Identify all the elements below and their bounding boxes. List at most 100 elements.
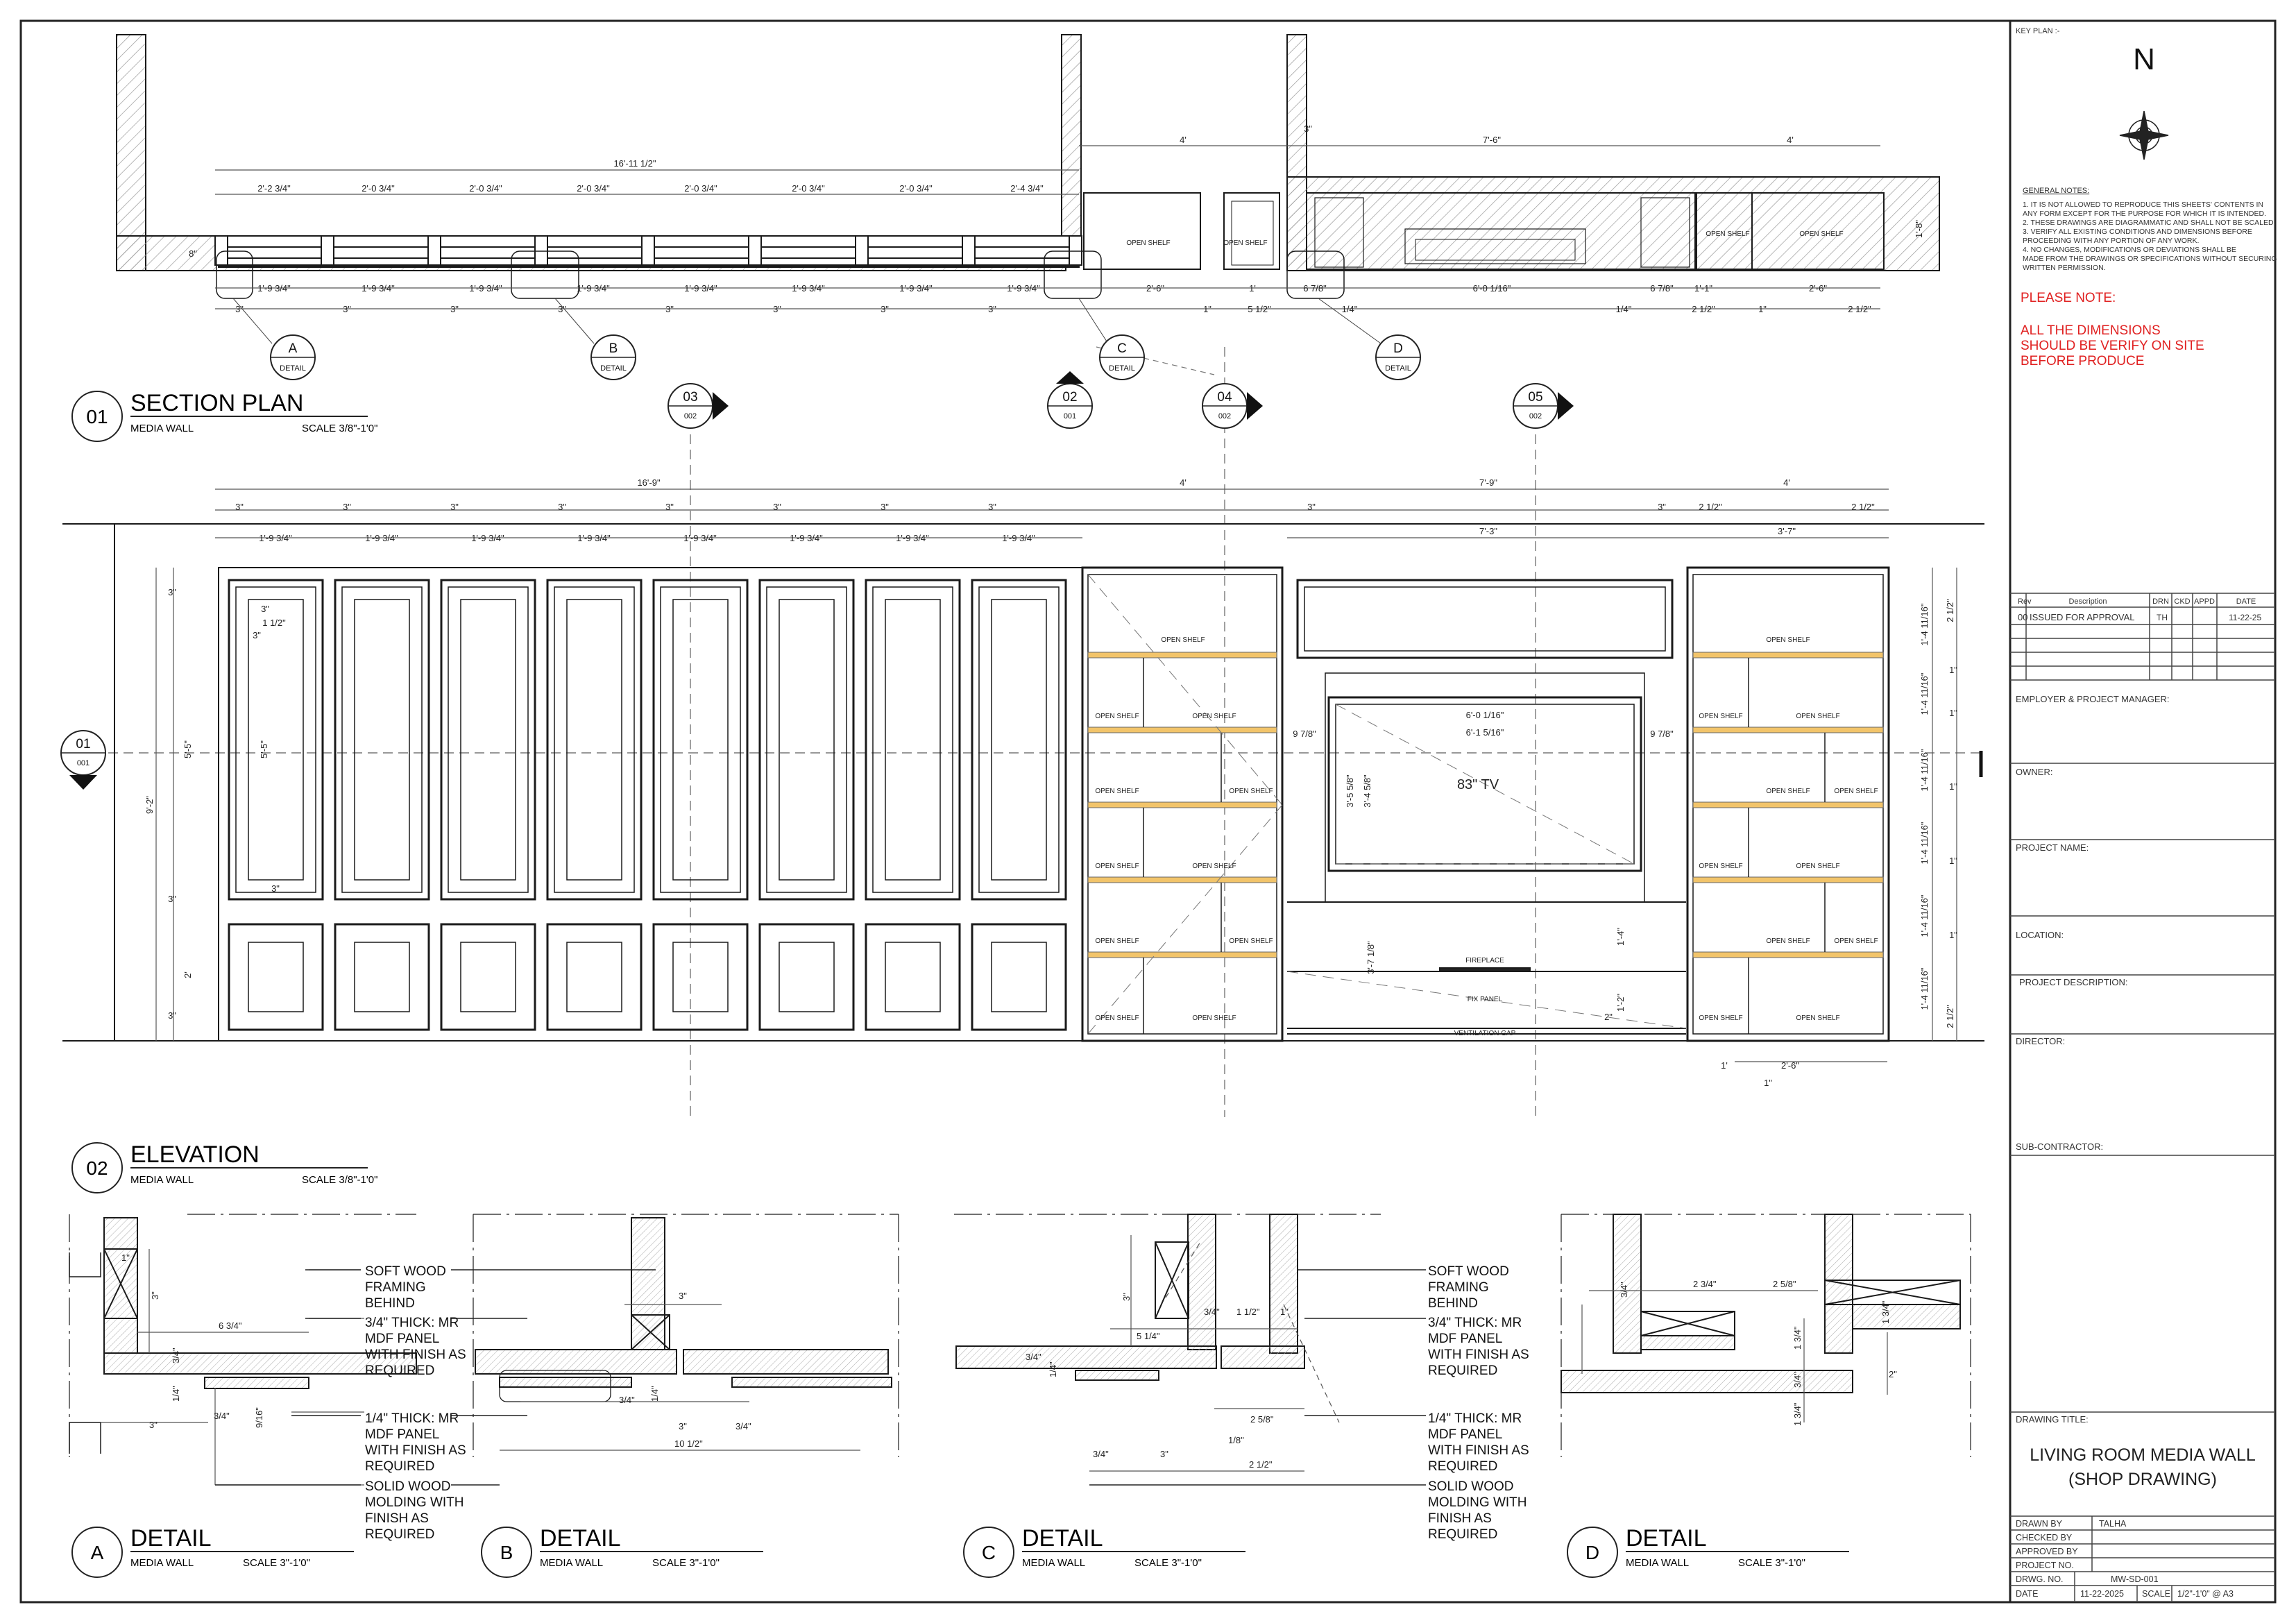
- section-marker-ref: 002: [1529, 412, 1542, 420]
- note-soft-wood: SOFT WOOD: [365, 1264, 446, 1279]
- elev-height: 3": [168, 1010, 176, 1021]
- plan-gap: 3": [343, 304, 351, 314]
- general-note-line: ANY FORM EXCEPT FOR THE PURPOSE FOR WHIC…: [2023, 210, 2266, 218]
- plan-left-end-dim: 2'-2 3/4": [257, 183, 291, 194]
- open-shelf-label: OPEN SHELF: [1229, 788, 1273, 795]
- note-soft-wood: BEHIND: [365, 1296, 415, 1311]
- ventilation-gap-label: VENTILATION GAP: [1454, 1030, 1516, 1037]
- detail-a-dims: 1" 3" 6 3/4" 3/4" 1/4" 3/4" 9/16" 3": [121, 1252, 264, 1430]
- dim: 3": [679, 1421, 687, 1431]
- drawing-title-label: DRAWING TITLE:: [2016, 1414, 2089, 1425]
- field-project-name: PROJECT NAME:: [2016, 842, 2089, 853]
- plan-gap: 3": [665, 304, 674, 314]
- detail-marker-label: DETAIL: [1385, 364, 1411, 373]
- note-mdf-34: MDF PANEL: [365, 1332, 439, 1346]
- elev-w: 4': [1180, 477, 1187, 488]
- title-block-rows: DRAWN BY TALHA CHECKED BY APPROVED BY PR…: [2016, 1519, 2234, 1599]
- note-soft-wood: FRAMING: [1428, 1280, 1489, 1295]
- detail-marker-label: DETAIL: [600, 364, 627, 373]
- note-mdf-14: 1/4" THICK: MR: [365, 1411, 459, 1426]
- elev-bay: 1'-9 3/4": [683, 533, 717, 543]
- dim: 10 1/2": [674, 1438, 703, 1449]
- note-mdf-14: 1/4" THICK: MR: [1428, 1411, 1522, 1426]
- bottom-dim: 1': [1721, 1060, 1728, 1071]
- shelf-dim: 1'-4 11/16": [1919, 603, 1930, 645]
- general-note-line: PROCEEDING WITH ANY PORTION OF ANY WORK.: [2023, 237, 2199, 245]
- plan-depth-dim: 1'-8": [1914, 220, 1924, 238]
- section-markers: 03 002 02 001 04 002 05 002 01 001: [60, 371, 1574, 790]
- view-scale: SCALE 3/8"-1'0": [302, 423, 377, 434]
- elevation-labels: OPEN SHELF OPEN SHELF OPEN SHELF OPEN SH…: [1095, 636, 1878, 1037]
- sheet-border: [19, 19, 2277, 1604]
- open-shelf-label: OPEN SHELF: [1095, 788, 1139, 795]
- open-shelf-label: OPEN SHELF: [1095, 713, 1139, 720]
- shelf-dim: 1'-4 11/16": [1919, 749, 1930, 791]
- view-scale: SCALE 3/8"-1'0": [302, 1174, 377, 1186]
- note-mdf-14: WITH FINISH AS: [1428, 1443, 1529, 1458]
- plan-studs: [214, 235, 1082, 266]
- plan-open-shelf-label: OPEN SHELF: [1706, 230, 1749, 238]
- elev-bay: 1'-9 3/4": [1002, 533, 1035, 543]
- elev-w: 7'-3": [1479, 526, 1497, 536]
- plan-d: 5 1/2": [1248, 304, 1271, 314]
- dim: 6 3/4": [219, 1320, 242, 1331]
- note-molding: MOLDING WITH: [1428, 1495, 1527, 1510]
- view-title-detail-b: B DETAIL MEDIA WALL SCALE 3"-1'0": [481, 1525, 763, 1578]
- section-plan: [62, 34, 1984, 1117]
- dim: 1/4": [171, 1386, 181, 1402]
- plan-d: 1': [1249, 283, 1256, 294]
- general-note-line: 4. NO CHANGES, MODIFICATIONS OR DEVIATIO…: [2023, 246, 2236, 254]
- open-shelf-label: OPEN SHELF: [1095, 1014, 1139, 1022]
- north-label: N: [2133, 42, 2155, 76]
- plan-lower-bay: 1'-9 3/4": [257, 283, 291, 294]
- elev-height: 5'-5": [182, 740, 193, 758]
- elev-inner: 3": [261, 604, 269, 614]
- plan-bay-dim: 2'-0 3/4": [684, 183, 717, 194]
- north-arrow-icon: [2119, 110, 2169, 160]
- detail-marker-c: C: [1117, 341, 1127, 356]
- dim: 3/4": [735, 1421, 751, 1431]
- plan-lower-bay: 1'-9 3/4": [1007, 283, 1040, 294]
- view-title: SECTION PLAN: [130, 390, 303, 416]
- dim: 2 5/8": [1773, 1279, 1796, 1289]
- elevation-dim-texts: 16'-9" 4' 7'-9" 4' 7'-3" 3'-7" 1'-9 3/4"…: [144, 477, 1957, 1088]
- shelves-left: [1087, 652, 1277, 958]
- tv-label: 83" TV: [1457, 777, 1499, 792]
- drwg-no-value: MW-SD-001: [2111, 1574, 2159, 1584]
- revision-table: Rev Description DRN CKD APPD DATE 00 ISS…: [2018, 597, 2261, 622]
- detail-b-dims: 3" 3/4" 1/4" 3" 3/4" 10 1/2": [619, 1291, 751, 1449]
- view-scale: SCALE 3"-1'0": [1134, 1557, 1202, 1569]
- plan-d: 2'-6": [1146, 283, 1164, 294]
- view-title: ELEVATION: [130, 1141, 260, 1168]
- general-notes-title: GENERAL NOTES:: [2023, 187, 2089, 195]
- plan-d: 8": [189, 248, 197, 259]
- note-soft-wood: SOFT WOOD: [1428, 1264, 1509, 1279]
- elev-inner: 3": [253, 630, 261, 640]
- shelf-gap: 1": [1949, 708, 1957, 718]
- drawn-by-value: TALHA: [2099, 1519, 2127, 1529]
- fp-h: 1'-2": [1615, 994, 1626, 1012]
- rev-header: DRN: [2152, 597, 2169, 606]
- detail-notes-left: SOFT WOOD FRAMING BEHIND 3/4" THICK: MR …: [365, 1264, 466, 1542]
- plan-d: 2'-6": [1809, 283, 1827, 294]
- dim: 3/4": [1204, 1307, 1220, 1317]
- bottom-dim: 1": [1764, 1078, 1772, 1088]
- rev-header: CKD: [2174, 597, 2190, 606]
- plan-dim-texts: 16'-11 1/2" 2'-2 3/4" 2'-0 3/4" 2'-0 3/4…: [189, 124, 1924, 314]
- note-mdf-34: 3/4" THICK: MR: [365, 1316, 459, 1330]
- fp-height-dim: 3'-7 1/8": [1366, 941, 1376, 974]
- fp-h: 1'-4": [1615, 928, 1626, 946]
- view-scale: SCALE 3"-1'0": [243, 1557, 310, 1569]
- plan-d: 6 7/8": [1303, 283, 1327, 294]
- open-shelf-unit-right: [1686, 566, 1890, 1042]
- note-molding: MOLDING WITH: [365, 1495, 464, 1510]
- fireplace-label: FIREPLACE: [1465, 957, 1504, 965]
- elev-bay: 1'-9 3/4": [577, 533, 611, 543]
- plan-bay-dim: 2'-0 3/4": [362, 183, 395, 194]
- shelf-dim: 1'-4 11/16": [1919, 894, 1930, 937]
- plan-wall-mid: [1061, 34, 1082, 237]
- view-subtitle: MEDIA WALL: [130, 1557, 194, 1569]
- general-note-line: MADE FROM THE DRAWINGS OR SPECIFICATIONS…: [2023, 255, 2277, 263]
- note-mdf-34: 3/4" THICK: MR: [1428, 1316, 1522, 1330]
- plan-overall-dim: 16'-11 1/2": [613, 158, 656, 169]
